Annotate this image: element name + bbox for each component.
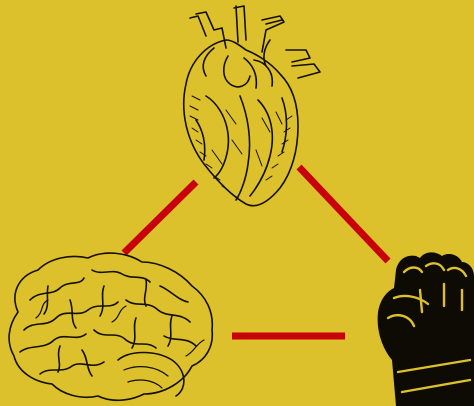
triad-illustration [0, 0, 474, 406]
illustration-canvas [0, 0, 474, 406]
